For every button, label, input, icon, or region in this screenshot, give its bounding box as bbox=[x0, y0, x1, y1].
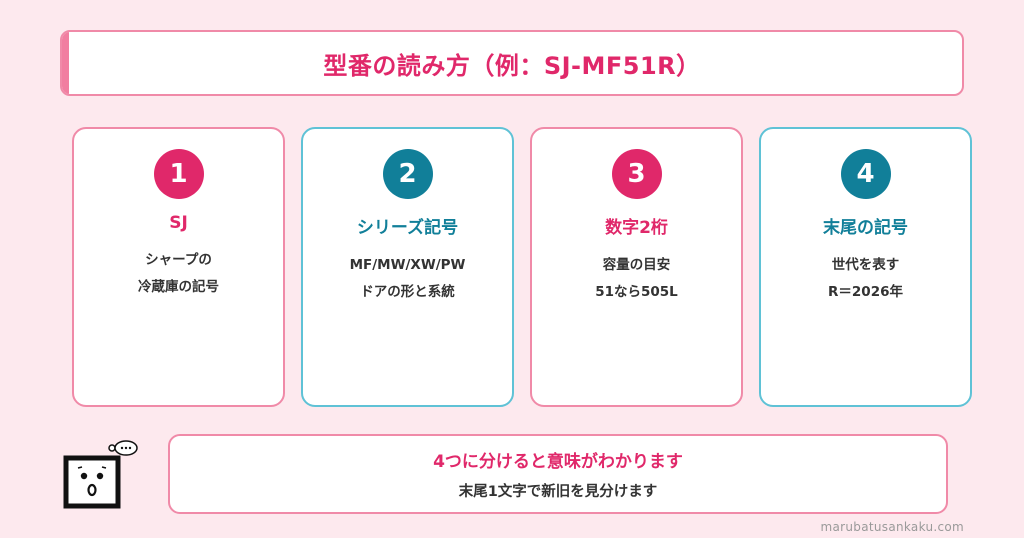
note-main-text: 4つに分けると意味がわかります bbox=[433, 452, 683, 472]
card-description: シャープの 冷蔵庫の記号 bbox=[138, 247, 219, 301]
card-number-badge: 2 bbox=[382, 149, 433, 199]
summary-note: 4つに分けると意味がわかります 末尾1文字で新旧を見分けます bbox=[168, 434, 948, 514]
title-accent-bar bbox=[62, 32, 69, 94]
card-line: 冷蔵庫の記号 bbox=[138, 279, 219, 295]
card-line: シャープの bbox=[145, 252, 212, 268]
card-heading: SJ bbox=[169, 213, 188, 233]
card-line: R＝2026年 bbox=[828, 284, 903, 300]
thinking-face-icon bbox=[63, 440, 138, 509]
card-description: 世代を表す R＝2026年 bbox=[828, 252, 903, 306]
card-line: ドアの形と系統 bbox=[360, 284, 455, 300]
card-line: 51なら505L bbox=[595, 284, 678, 300]
card-number-badge: 1 bbox=[153, 149, 204, 199]
card-number-badge: 4 bbox=[840, 149, 891, 199]
page-title: 型番の読み方（例：SJ-MF51R） bbox=[323, 51, 701, 80]
note-sub-text: 末尾1文字で新旧を見分けます bbox=[458, 484, 658, 500]
card-description: 容量の目安 51なら505L bbox=[595, 252, 678, 306]
card-4: 4 末尾の記号 世代を表す R＝2026年 bbox=[759, 127, 972, 407]
card-heading: 末尾の記号 bbox=[823, 218, 908, 238]
card-description: MF/MW/XW/PW ドアの形と系統 bbox=[350, 252, 466, 306]
card-line: MF/MW/XW/PW bbox=[349, 257, 466, 273]
title-banner: 型番の読み方（例：SJ-MF51R） bbox=[60, 30, 964, 96]
card-heading: 数字2桁 bbox=[605, 218, 668, 238]
card-3: 3 数字2桁 容量の目安 51なら505L bbox=[530, 127, 743, 407]
card-line: 容量の目安 bbox=[602, 257, 671, 273]
site-watermark: marubatusankaku.com bbox=[820, 520, 964, 534]
card-2: 2 シリーズ記号 MF/MW/XW/PW ドアの形と系統 bbox=[301, 127, 514, 407]
card-line: 世代を表す bbox=[831, 257, 900, 273]
card-heading: シリーズ記号 bbox=[356, 218, 459, 238]
card-number-badge: 3 bbox=[611, 149, 662, 199]
card-1: 1 SJ シャープの 冷蔵庫の記号 bbox=[72, 127, 285, 407]
